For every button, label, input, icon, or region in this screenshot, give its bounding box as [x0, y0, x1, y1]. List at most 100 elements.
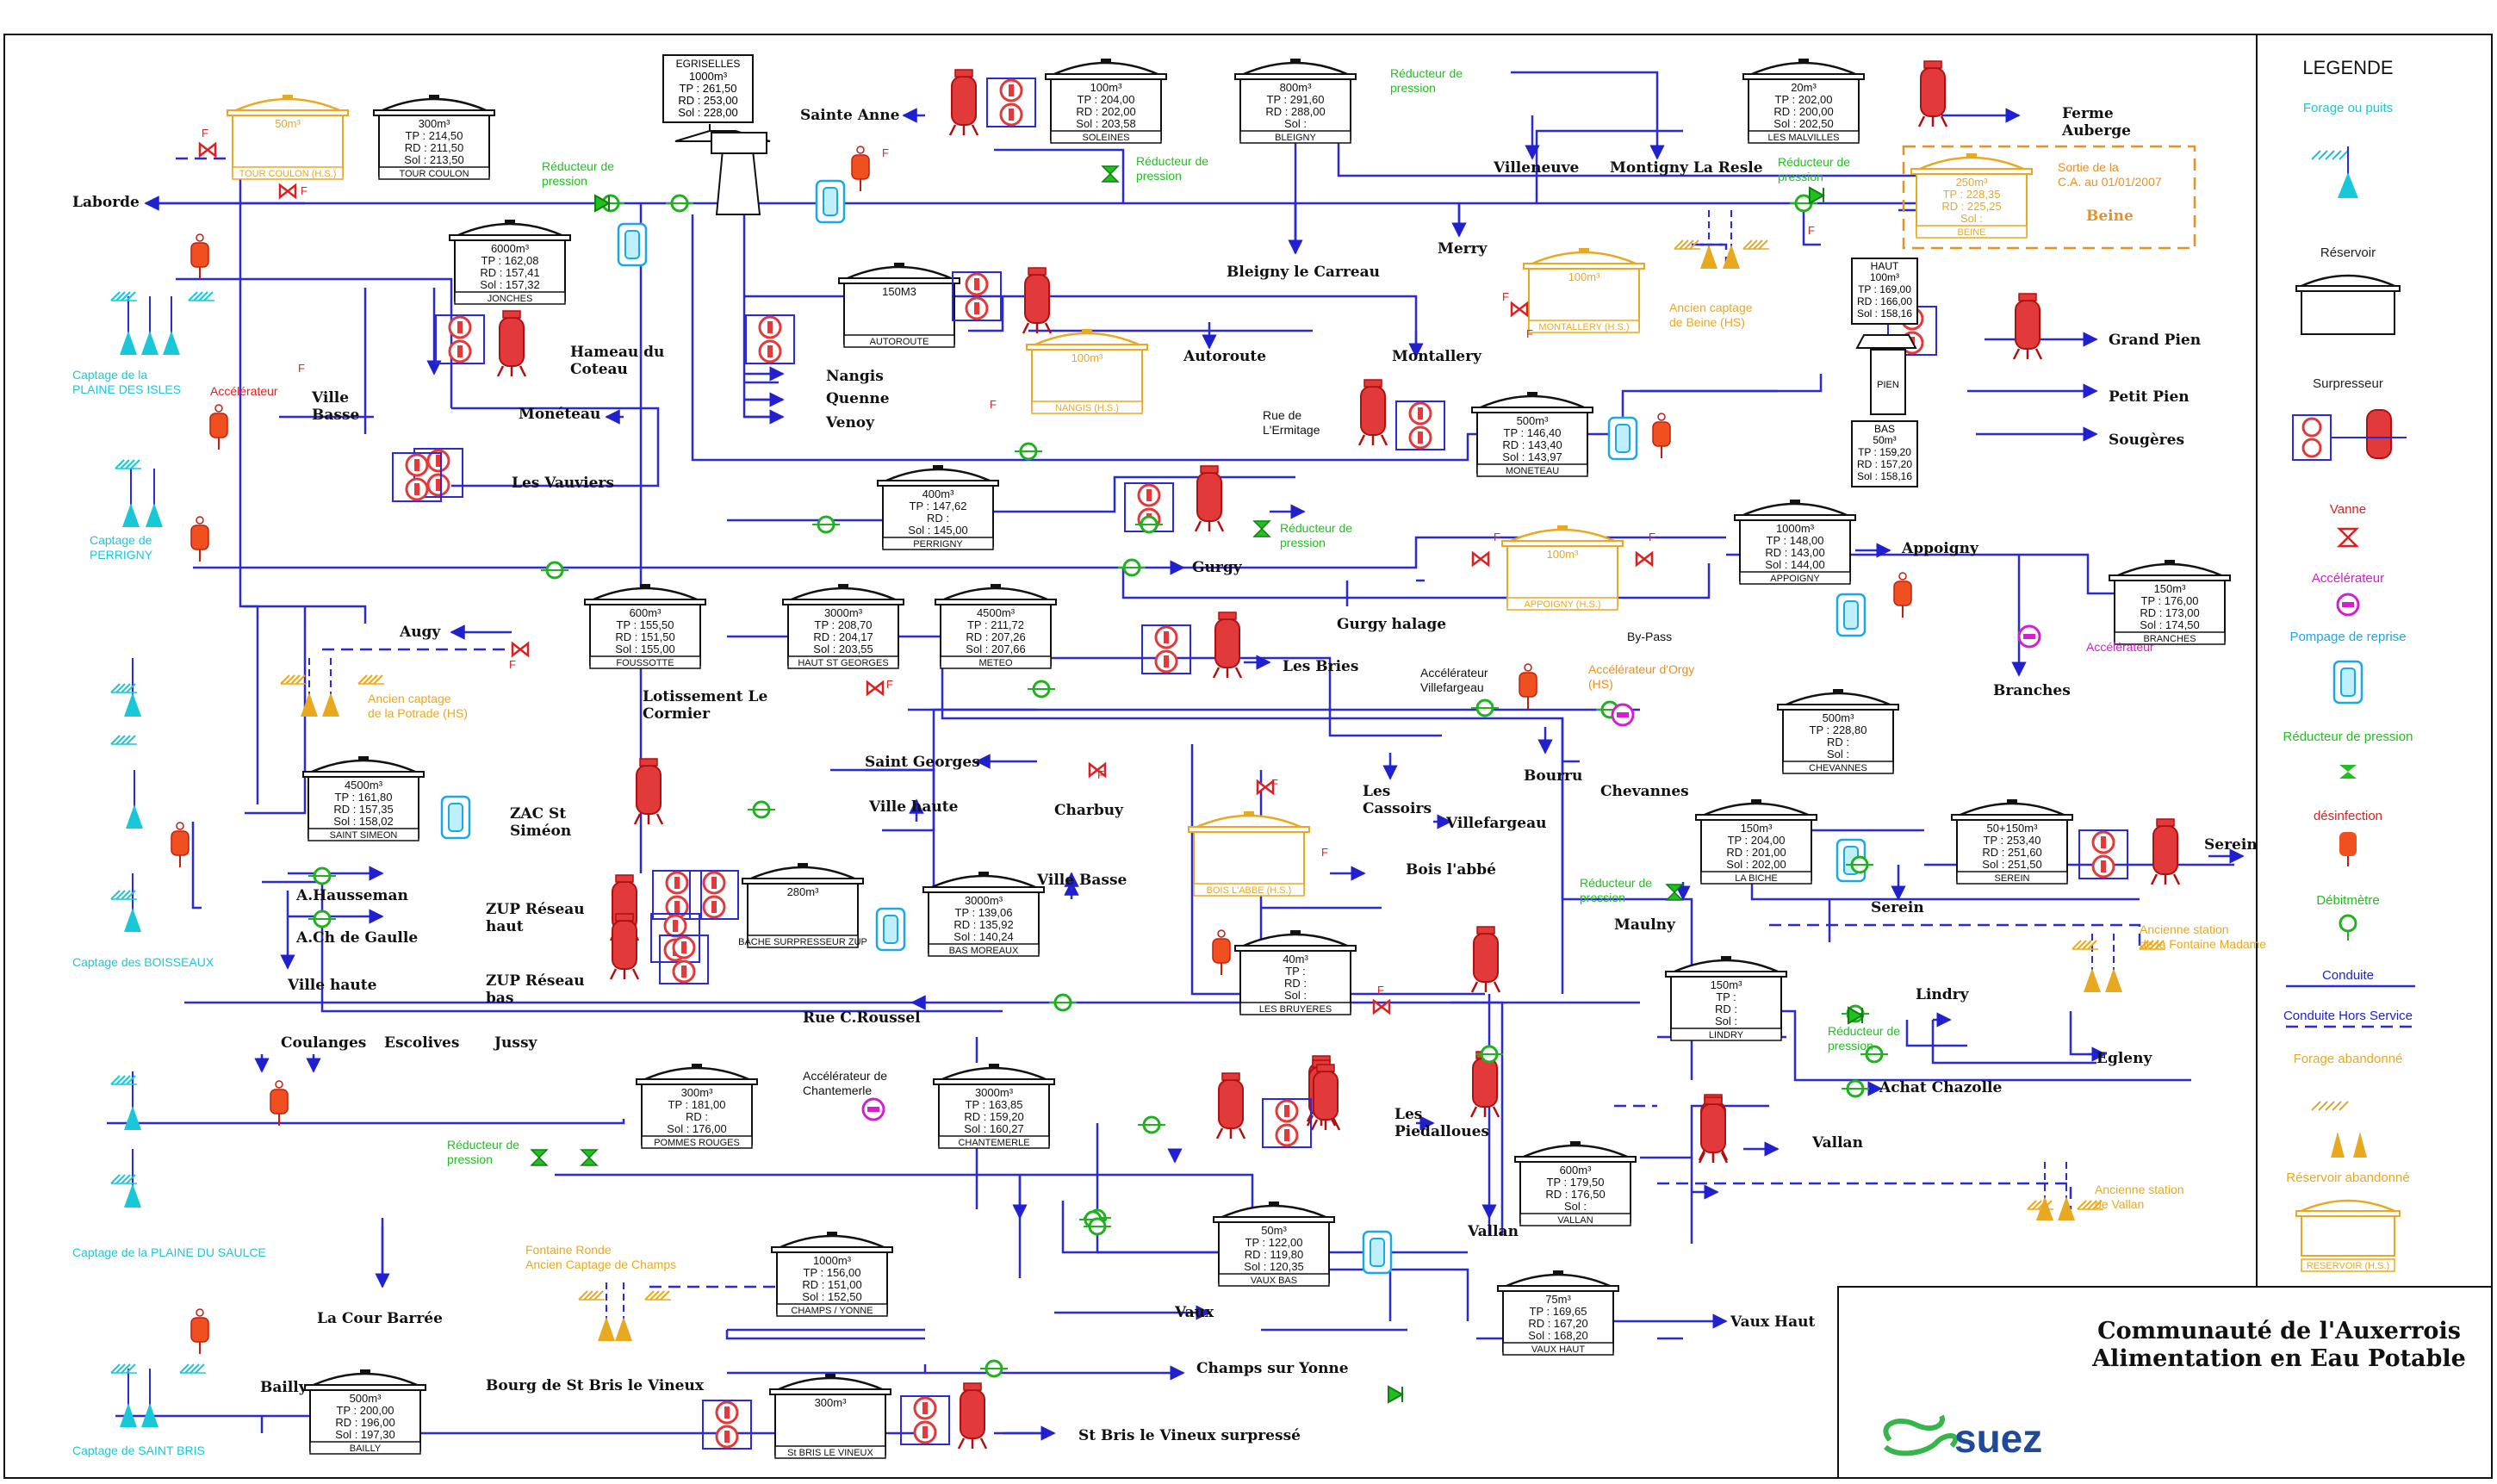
pien-top-line: RD : 166,00: [1857, 295, 1912, 307]
suez-logo: suez: [1883, 1414, 2042, 1461]
place-ch-gaulle: A.Ch de Gaulle: [295, 929, 418, 947]
legend-title: LEGENDE: [2302, 57, 2393, 78]
flow-arrows: [144, 108, 2245, 1441]
annotation-reducteur-5: Réducteur de: [1280, 521, 1352, 535]
legend-label: Conduite Hors Service: [2283, 1009, 2413, 1023]
legend-label: Forage abandonné: [2294, 1052, 2403, 1066]
legend-disinfection-icon: [2339, 832, 2357, 866]
flowmeter-icon: [812, 515, 840, 534]
reservoir-level: RD : 196,00: [335, 1416, 394, 1429]
reservoir-capacity: 150m³: [1741, 822, 1773, 835]
place-chevannes-place: Chevannes: [1600, 783, 1689, 800]
reservoir-level: Sol : 143,97: [1502, 450, 1562, 463]
annotation-reducteur-5: pression: [1280, 536, 1326, 550]
annotation-reducteur-4: Réducteur de: [1778, 155, 1850, 169]
place-hausseman: A.Hausseman: [295, 887, 408, 904]
place-moneteau-place: Monéteau: [519, 406, 600, 423]
valve-icon: [1510, 301, 1529, 318]
flowmeter-icon: [1860, 1045, 1888, 1064]
valve-f-label: F: [1321, 846, 1328, 859]
valve-f-label: F: [886, 678, 893, 691]
place-charbuy: Charbuy: [1054, 802, 1124, 819]
valve-f-label: F: [1271, 777, 1278, 790]
reservoir-capacity: 75m³: [1545, 1293, 1571, 1306]
reservoir-level: TP : 291,60: [1267, 93, 1325, 106]
reservoir-level: Sol : 152,50: [802, 1290, 861, 1303]
reservoir-level: RD : 167,20: [1528, 1317, 1587, 1330]
reservoir-capacity: 250m³: [1956, 176, 1989, 189]
reservoir-name: TOUR COULON: [399, 169, 469, 179]
pump-pair-icon: [745, 314, 795, 364]
pump-pair-icon: [1262, 1098, 1312, 1148]
reservoir-capacity: 100m³: [1090, 81, 1123, 94]
disinfection-icon: [270, 1080, 289, 1126]
flowmeter-icon: [1842, 1079, 1869, 1098]
annotation-captage-perrigny: PERRIGNY: [90, 548, 153, 562]
reservoir-level: TP : 228,35: [1943, 188, 2001, 201]
reservoir-level: RD : 143,00: [1765, 546, 1824, 559]
place-zup-haut: haut: [486, 918, 524, 935]
reservoir-name: SAINT SIMEON: [330, 830, 398, 841]
place-vaux-haut-place: Vaux Haut: [1730, 1313, 1815, 1331]
well-hatch-icon: [1674, 239, 1700, 250]
reservoir-level: RD : 151,50: [615, 630, 674, 643]
reservoir-level: RD : 176,50: [1545, 1188, 1605, 1201]
reservoir-capacity: 3000m³: [824, 606, 863, 619]
annotation-ancien-beine: Ancien captage: [1669, 301, 1753, 314]
disinfection-icon: [1519, 663, 1537, 709]
reservoir-level: RD : 157,35: [333, 803, 393, 816]
flowmeter-icon: [1084, 1217, 1111, 1236]
reservoir-capacity: 300m³: [815, 1396, 848, 1409]
reducer-icon: [580, 1149, 599, 1166]
annotation-rue-ermitage: Rue de: [1263, 408, 1301, 422]
valve-f-label: F: [202, 127, 208, 140]
place-bleigny-carreau: Bleigny le Carreau: [1227, 264, 1380, 281]
reducer-icon: [1252, 520, 1271, 537]
pump-pair-icon: [435, 314, 485, 364]
well-icon: [122, 469, 140, 527]
place-vallan-2: Vallan: [1467, 1223, 1519, 1240]
legend-label: Réservoir: [2320, 245, 2376, 260]
reservoir-capacity: 50m³: [275, 117, 301, 130]
pump-pair-icon: [659, 934, 709, 984]
reservoir-capacity: 150m³: [1711, 978, 1743, 991]
reprise-pump-icon: [875, 907, 906, 952]
annotation-station-madame: Ancienne station: [2140, 922, 2229, 936]
abandoned-well-icon: [2036, 1162, 2053, 1220]
abandoned-well-icon: [322, 658, 339, 717]
reservoir-level: RD :: [927, 512, 949, 525]
place-branches-place: Branches: [1993, 682, 2071, 699]
annotation-accelerateur-1: Accélérateur: [210, 384, 278, 398]
annotation-ancien-potrade: Ancien captage: [368, 692, 451, 705]
place-ferme-auberge: Ferme: [2062, 105, 2114, 122]
reservoir-level: Sol : 251,50: [1982, 858, 2041, 871]
disinfection-icon: [190, 1308, 209, 1354]
pump-icon: [1310, 1064, 1341, 1131]
well-hatch-icon: [1742, 239, 1769, 250]
reprise-pump-icon: [1835, 593, 1867, 637]
pump-pair-icon: [1395, 400, 1445, 450]
abandoned-well-icon: [2084, 934, 2101, 992]
place-zac-st-simeon: ZAC St: [510, 805, 566, 823]
valve-f-label: F: [1526, 327, 1533, 340]
place-montallery-place: Montallery: [1392, 348, 1482, 365]
place-zup-bas: ZUP Réseau: [486, 972, 585, 990]
valve-icon: [1088, 761, 1107, 779]
place-laborde: Laborde: [72, 194, 140, 211]
accelerator-icon: [1611, 703, 1635, 727]
annotation-reducteur-6: Réducteur de: [1580, 876, 1652, 890]
pump-icon: [2150, 818, 2181, 885]
place-gurgy-halage: Gurgy halage: [1337, 616, 1446, 633]
